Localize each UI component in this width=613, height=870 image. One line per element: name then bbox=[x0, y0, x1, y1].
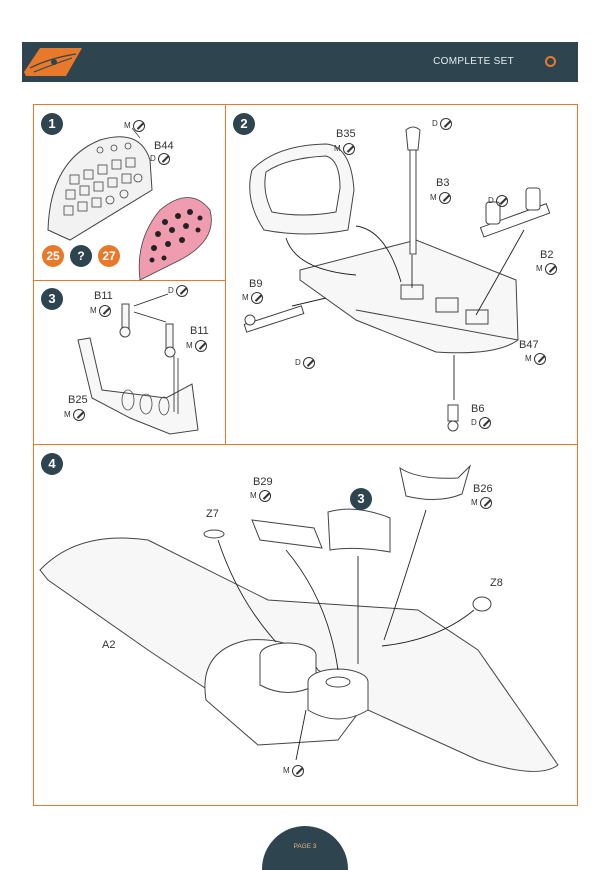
part-label-b9: B9 bbox=[249, 278, 263, 290]
part-label-b29: B29 bbox=[253, 476, 273, 488]
part-label-b47: B47 bbox=[519, 339, 539, 351]
brand-logo bbox=[24, 48, 82, 76]
paint-marker-m-2a: M bbox=[334, 143, 355, 155]
seat-frame-drawing bbox=[77, 293, 199, 435]
sub-step-3-badge: 3 bbox=[350, 488, 372, 510]
paint-marker-d-3a: D bbox=[168, 285, 188, 297]
paint-marker-icon bbox=[478, 417, 491, 429]
paint-marker-d-2b: D bbox=[488, 195, 508, 207]
paint-marker-m-3b: M bbox=[186, 340, 207, 352]
paint-marker-icon bbox=[157, 153, 170, 165]
paint-marker-icon bbox=[132, 120, 145, 132]
decal-ref-25: 25 bbox=[42, 245, 64, 267]
step-4-panel bbox=[33, 444, 578, 806]
step-4-badge: 4 bbox=[41, 453, 63, 475]
paint-marker-m-2d: M bbox=[242, 292, 263, 304]
paint-marker-icon bbox=[98, 305, 111, 317]
seat-assembly-drawing bbox=[243, 126, 551, 432]
paint-marker-icon bbox=[250, 292, 263, 304]
paint-marker-m-2c: M bbox=[536, 263, 557, 275]
part-label-b3: B3 bbox=[436, 177, 450, 189]
paint-marker-icon bbox=[302, 357, 315, 369]
part-label-b44: B44 bbox=[154, 140, 174, 152]
part-label-b11-b: B11 bbox=[190, 325, 209, 337]
part-label-z7: Z7 bbox=[206, 508, 219, 520]
part-label-a2: A2 bbox=[102, 639, 116, 651]
paint-marker-icon bbox=[439, 118, 452, 130]
paint-marker-m-2e: M bbox=[525, 353, 546, 365]
paint-marker-m-4c: M bbox=[283, 765, 304, 777]
wing-assembly-drawing bbox=[39, 464, 559, 772]
paint-marker-m-1: M bbox=[124, 120, 145, 132]
paint-marker-d-1: D bbox=[150, 153, 170, 165]
page-header: COMPLETE SET bbox=[22, 42, 578, 82]
paint-marker-icon bbox=[72, 409, 85, 421]
part-label-b35: B35 bbox=[336, 128, 356, 140]
paint-marker-icon bbox=[258, 490, 271, 502]
paint-marker-d-2a: D bbox=[432, 118, 452, 130]
part-label-z8: Z8 bbox=[490, 577, 503, 589]
step-3-badge: 3 bbox=[41, 288, 63, 310]
paint-marker-m-3c: M bbox=[64, 409, 85, 421]
page-number: PAGE 3 bbox=[293, 843, 317, 850]
paint-marker-icon bbox=[175, 285, 188, 297]
paint-marker-icon bbox=[291, 765, 304, 777]
paint-marker-m-4b: M bbox=[471, 497, 492, 509]
paint-marker-icon bbox=[342, 143, 355, 155]
header-title: COMPLETE SET bbox=[433, 56, 514, 67]
paint-marker-icon bbox=[194, 340, 207, 352]
paint-marker-m-3a: M bbox=[90, 305, 111, 317]
page-number-tab: PAGE 3 bbox=[262, 826, 348, 870]
decal-ref-question: ? bbox=[70, 245, 92, 267]
decal-ref-27: 27 bbox=[98, 245, 120, 267]
paint-marker-d-2c: D bbox=[295, 357, 315, 369]
paint-marker-icon bbox=[479, 497, 492, 509]
paint-marker-d-2d: D bbox=[471, 417, 491, 429]
paint-marker-icon bbox=[533, 353, 546, 365]
orange-ring-icon bbox=[545, 56, 556, 67]
instrument-panel-drawing bbox=[47, 127, 212, 281]
step-2-badge: 2 bbox=[233, 113, 255, 135]
part-label-b25: B25 bbox=[68, 394, 88, 406]
part-label-b11-a: B11 bbox=[94, 290, 113, 302]
paint-marker-icon bbox=[544, 263, 557, 275]
step-1-badge: 1 bbox=[41, 113, 63, 135]
paint-marker-icon bbox=[495, 195, 508, 207]
paint-marker-m-2b: M bbox=[430, 192, 451, 204]
part-label-b26: B26 bbox=[473, 483, 493, 495]
paint-marker-m-4a: M bbox=[250, 490, 271, 502]
part-label-b6: B6 bbox=[471, 403, 485, 415]
paint-marker-icon bbox=[438, 192, 451, 204]
part-label-b2: B2 bbox=[540, 249, 554, 261]
